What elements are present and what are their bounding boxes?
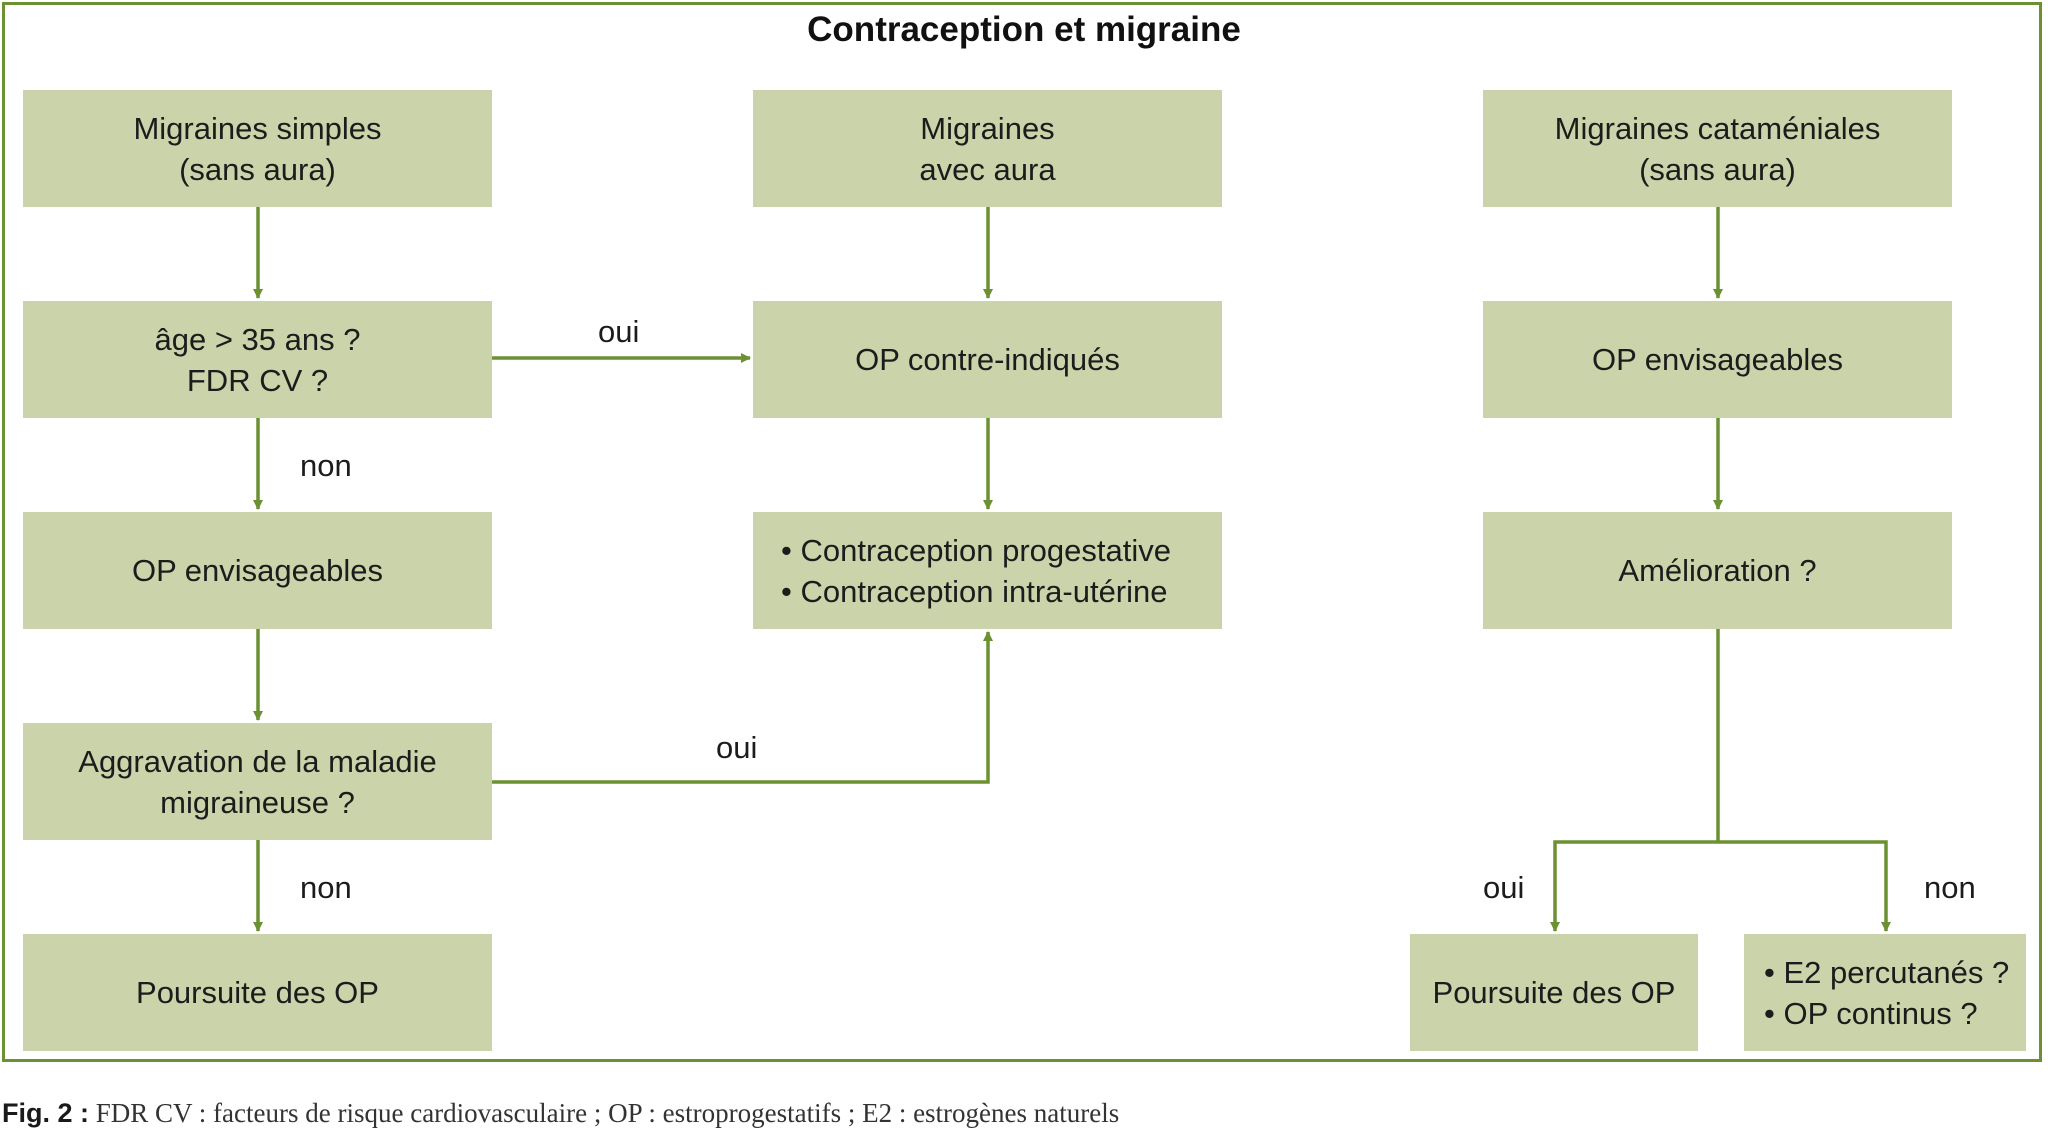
box-line: • E2 percutanés ? [1764,954,2010,990]
arrow-improvement-yes [1550,840,1718,932]
box-line: Amélioration ? [1618,553,1817,588]
diagram-title: Contraception et migraine [807,10,1241,49]
figure-caption: Fig. 2 : FDR CV : facteurs de risque car… [2,1098,1119,1129]
box-op-contre-indiques: OP contre-indiqués [753,301,1222,418]
box-line: OP contre-indiqués [855,342,1120,377]
figure-caption-text: FDR CV : facteurs de risque cardiovascul… [89,1098,1120,1128]
label-amelioration-non: non [1924,870,1976,905]
box-line: Migraines [920,110,1055,146]
box-line: (sans aura) [1639,151,1796,187]
box-line: Poursuite des OP [136,975,379,1010]
label-amelioration-oui: oui [1483,870,1525,905]
box-migraines-avec-aura: Migraines avec aura [753,90,1222,207]
label-aggravation-oui: oui [716,730,758,765]
box-migraines-catameniales: Migraines cataméniales (sans aura) [1483,90,1952,207]
box-line: Migraines simples [133,110,382,146]
box-poursuite-left: Poursuite des OP [23,934,492,1051]
box-age-fdr: âge > 35 ans ? FDR CV ? [23,301,492,418]
box-e2-op-continus: • E2 percutanés ? • OP continus ? [1744,934,2026,1051]
box-line: OP envisageables [1591,342,1844,377]
diagram-frame [2,2,2042,1062]
box-alternatives: • Contraception progestative • Contracep… [753,512,1222,629]
box-migraines-simples: Migraines simples (sans aura) [23,90,492,207]
box-line: Migraines cataméniales [1554,110,1881,146]
box-line: Aggravation de la maladie [78,743,437,779]
box-line: âge > 35 ans ? [154,321,361,357]
label-age-non: non [300,448,352,483]
box-op-envisageables-right: OP envisageables [1483,301,1952,418]
box-line: Poursuite des OP [1432,975,1676,1010]
label-age-oui: oui [598,314,640,349]
box-amelioration: Amélioration ? [1483,512,1952,629]
label-aggravation-non: non [300,870,352,905]
box-line: • OP continus ? [1764,995,1978,1031]
box-line: migraineuse ? [160,784,355,820]
box-line: • Contraception intra-utérine [781,573,1168,609]
box-line: OP envisageables [131,553,384,588]
box-line: • Contraception progestative [781,532,1171,568]
box-aggravation: Aggravation de la maladie migraineuse ? [23,723,492,840]
box-poursuite-right: Poursuite des OP [1410,934,1698,1051]
arrow-improvement-no [1718,840,1891,932]
box-line: avec aura [919,151,1056,187]
figure-number: Fig. 2 : [2,1098,89,1128]
box-line: FDR CV ? [186,362,329,398]
box-line: (sans aura) [179,151,336,187]
box-op-envisageables-left: OP envisageables [23,512,492,629]
arrow-aggravation-to-alternatives [492,631,993,784]
